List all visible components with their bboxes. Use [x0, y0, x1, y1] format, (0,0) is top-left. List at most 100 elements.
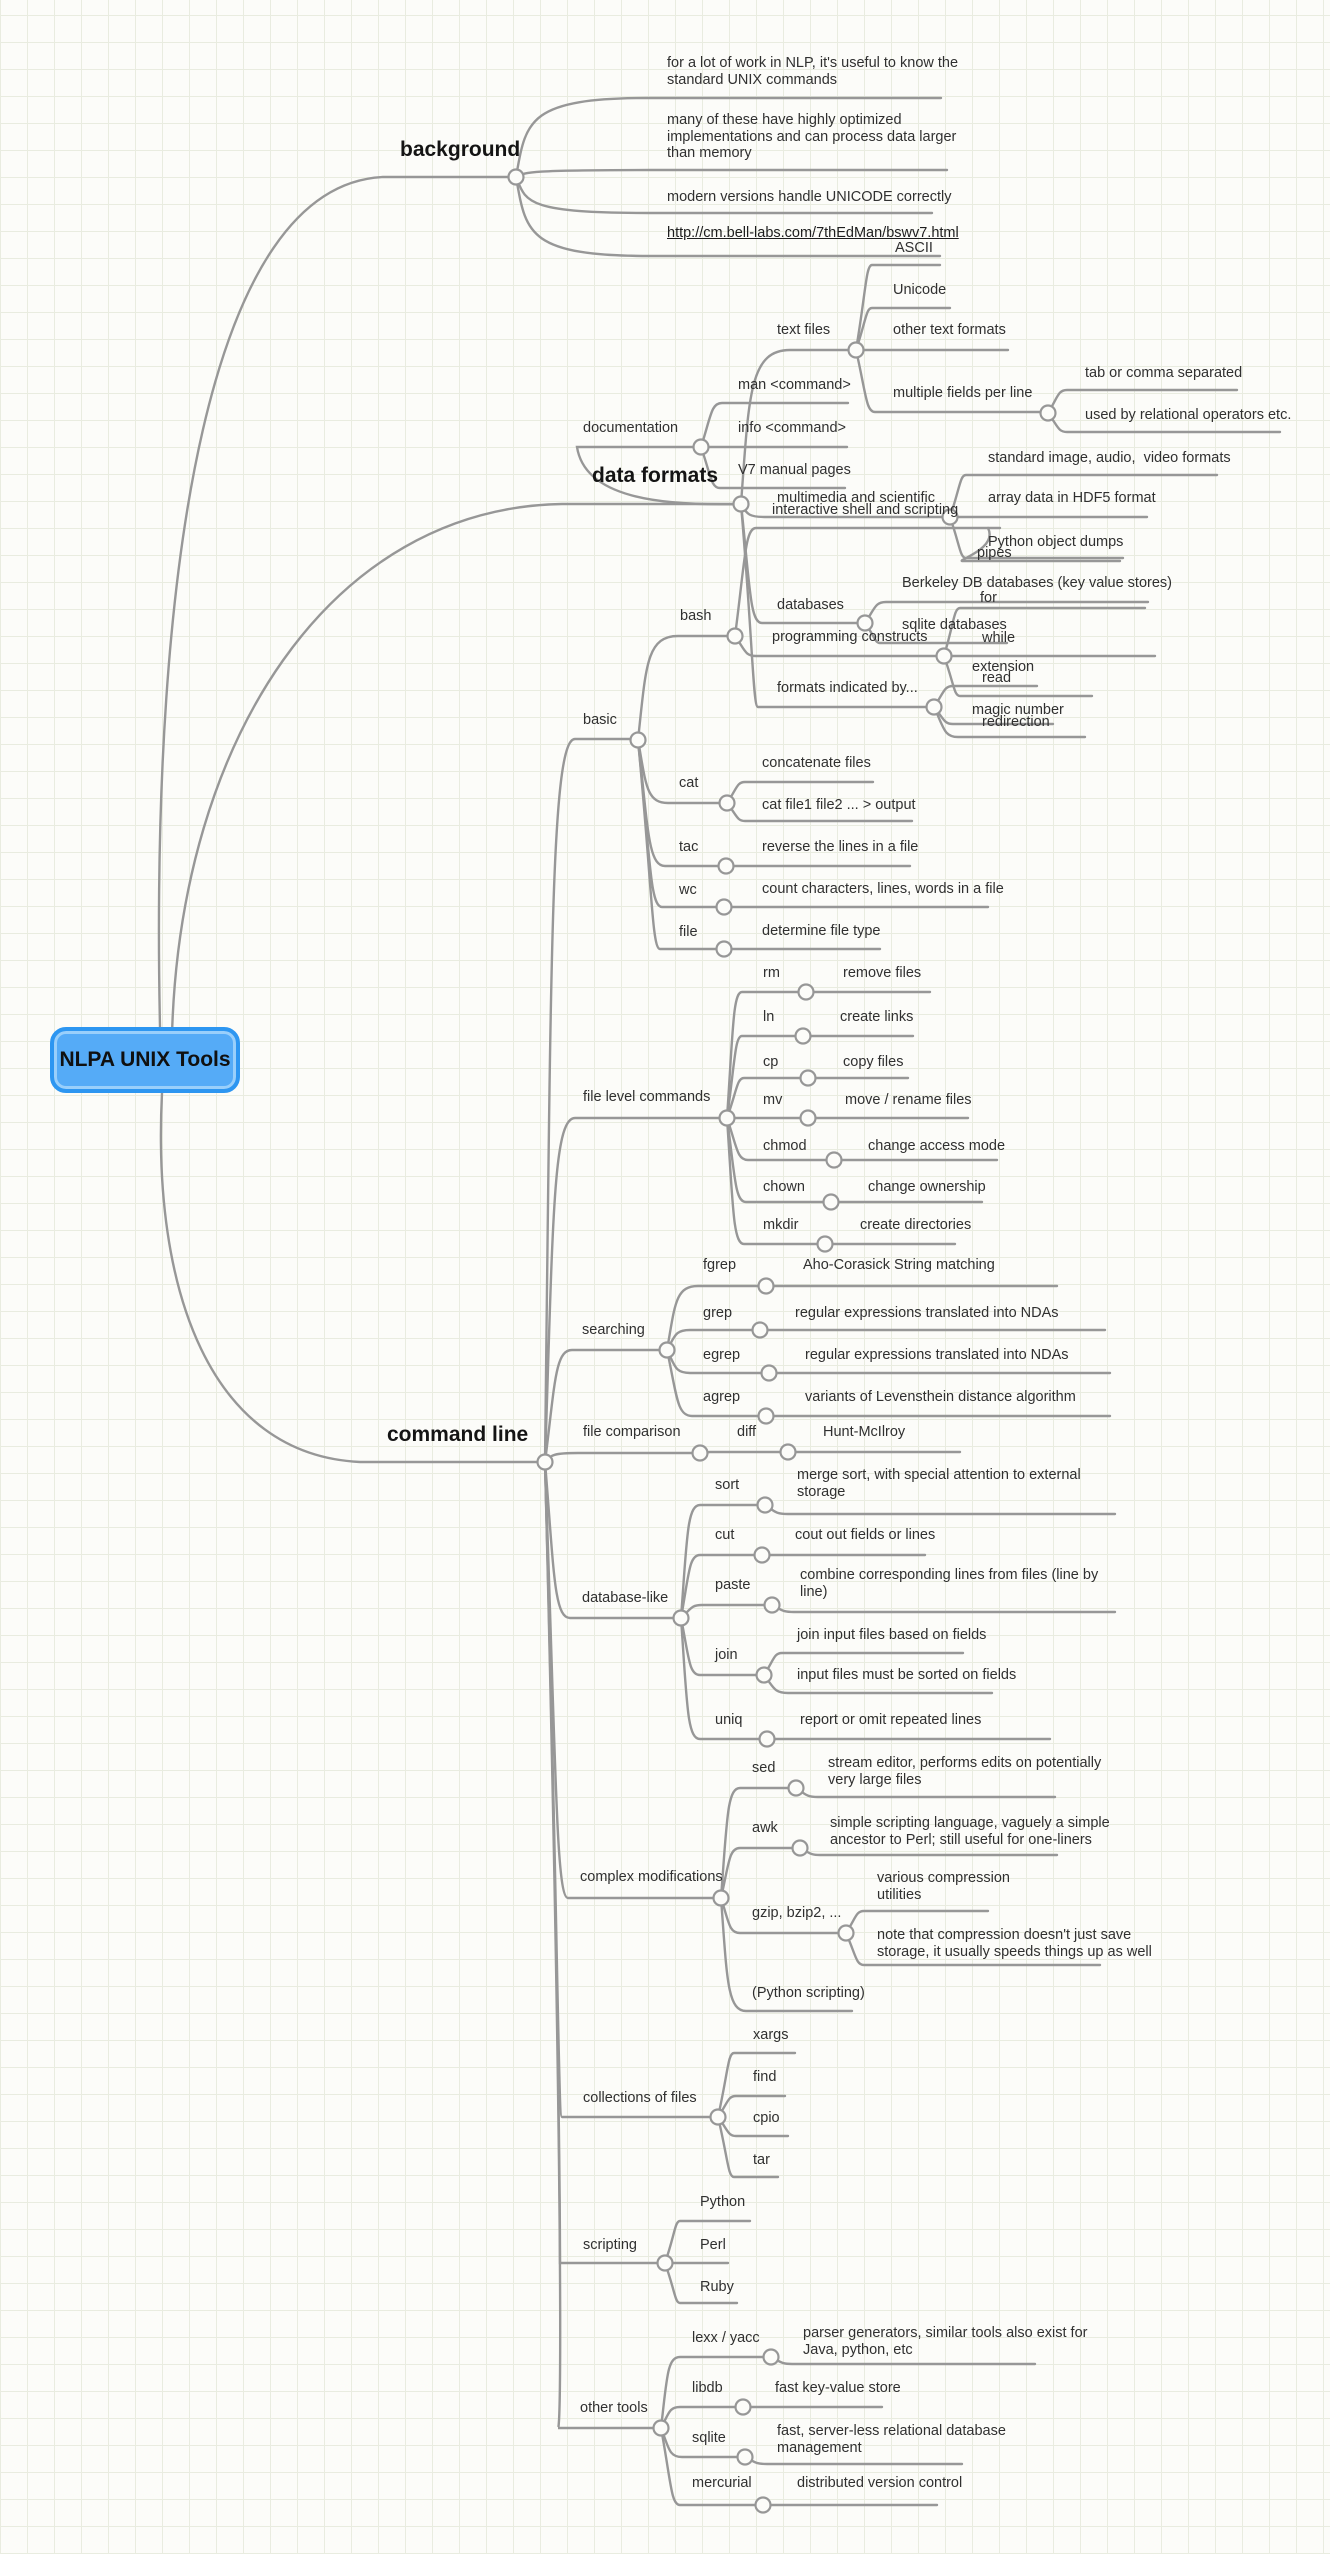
root-node[interactable]: NLPA UNIX Tools: [50, 1027, 240, 1093]
node-python[interactable]: Python: [700, 2194, 746, 2210]
junction-cat[interactable]: [718, 794, 736, 812]
junction-sqlite[interactable]: [736, 2448, 754, 2466]
junction-collections-of-files[interactable]: [709, 2108, 727, 2126]
junction-multimedia[interactable]: [941, 508, 959, 526]
node-pipes[interactable]: pipes: [977, 545, 1012, 561]
junction-join[interactable]: [755, 1666, 773, 1684]
junction-mv[interactable]: [799, 1109, 817, 1127]
junction-ln[interactable]: [794, 1027, 812, 1045]
junction-cut[interactable]: [753, 1546, 771, 1564]
node-perl[interactable]: Perl: [700, 2237, 726, 2253]
junction-grep[interactable]: [751, 1321, 769, 1339]
node-info-command[interactable]: info <command>: [738, 420, 847, 436]
node-collections-of-files[interactable]: collections of files: [583, 2090, 697, 2106]
node-magic-number[interactable]: magic number: [972, 702, 1064, 718]
node-key-value-store[interactable]: fast key-value store: [775, 2380, 901, 2396]
node-formats-indicated[interactable]: formats indicated by...: [777, 680, 918, 696]
node-paste-combine[interactable]: combine corresponding lines from files (…: [800, 1567, 1099, 1600]
node-file-level-commands[interactable]: file level commands: [583, 1089, 711, 1105]
junction-multiple-fields[interactable]: [1039, 404, 1057, 422]
node-join-fields[interactable]: join input files based on fields: [797, 1627, 987, 1643]
junction-other-tools[interactable]: [652, 2419, 670, 2437]
node-complex-modifications[interactable]: complex modifications: [580, 1869, 723, 1885]
node-remove-files[interactable]: remove files: [843, 965, 922, 981]
node-hunt-mcilroy[interactable]: Hunt-McIlroy: [823, 1424, 906, 1440]
node-sed-desc[interactable]: stream editor, performs edits on potenti…: [828, 1755, 1102, 1788]
junction-paste[interactable]: [763, 1596, 781, 1614]
node-documentation[interactable]: documentation: [583, 420, 679, 436]
node-unicode[interactable]: Unicode: [893, 282, 947, 298]
node-libdb[interactable]: libdb: [692, 2380, 723, 2396]
junction-agrep[interactable]: [757, 1407, 775, 1425]
node-background[interactable]: background: [400, 138, 521, 161]
junction-scripting[interactable]: [656, 2254, 674, 2272]
node-gzip-bzip2[interactable]: gzip, bzip2, ...: [752, 1905, 842, 1921]
node-other-tools[interactable]: other tools: [580, 2400, 648, 2416]
node-man-command[interactable]: man <command>: [738, 377, 851, 393]
node-create-directories[interactable]: create directories: [860, 1217, 972, 1233]
node-python-dumps[interactable]: Python object dumps: [988, 534, 1124, 550]
node-sqlite[interactable]: sqlite: [692, 2430, 726, 2446]
node-wc[interactable]: wc: [679, 882, 697, 898]
node-cut[interactable]: cut: [715, 1527, 735, 1543]
node-compression-utils[interactable]: various compression utilities: [877, 1870, 1010, 1903]
node-bg-note-nlp[interactable]: for a lot of work in NLP, it's useful to…: [667, 55, 959, 88]
node-grep-ndas[interactable]: regular expressions translated into NDAs: [795, 1305, 1059, 1321]
node-bg-link[interactable]: http://cm.bell-labs.com/7thEdMan/bswv7.h…: [667, 225, 959, 241]
node-cat[interactable]: cat: [679, 775, 699, 791]
node-tab-comma[interactable]: tab or comma separated: [1085, 365, 1243, 381]
junction-command-line[interactable]: [536, 1453, 554, 1471]
node-read[interactable]: read: [982, 670, 1012, 686]
junction-tac[interactable]: [717, 857, 735, 875]
node-chmod[interactable]: chmod: [763, 1138, 807, 1154]
node-text-files[interactable]: text files: [777, 322, 831, 338]
junction-searching[interactable]: [658, 1341, 676, 1359]
junction-lexx-yacc[interactable]: [762, 2348, 780, 2366]
node-uniq-report[interactable]: report or omit repeated lines: [800, 1712, 982, 1728]
node-scripting[interactable]: scripting: [583, 2237, 637, 2253]
junction-file-comparison[interactable]: [691, 1444, 709, 1462]
junction-rm[interactable]: [797, 983, 815, 1001]
node-aho-corasick[interactable]: Aho-Corasick String matching: [803, 1257, 995, 1273]
node-compression-note[interactable]: note that compression doesn't just save …: [877, 1927, 1152, 1960]
junction-chown[interactable]: [822, 1193, 840, 1211]
node-awk[interactable]: awk: [752, 1820, 778, 1836]
node-egrep-ndas[interactable]: regular expressions translated into NDAs: [805, 1347, 1069, 1363]
junction-text-files[interactable]: [847, 341, 865, 359]
node-hdf5[interactable]: array data in HDF5 format: [988, 490, 1156, 506]
node-extension[interactable]: extension: [972, 659, 1035, 675]
junction-complex-modifications[interactable]: [712, 1889, 730, 1907]
node-cut-fields[interactable]: cout out fields or lines: [795, 1527, 936, 1543]
junction-wc[interactable]: [715, 898, 733, 916]
node-concatenate-files[interactable]: concatenate files: [762, 755, 871, 771]
junction-awk[interactable]: [791, 1839, 809, 1857]
node-fgrep[interactable]: fgrep: [703, 1257, 737, 1273]
node-other-text-formats[interactable]: other text formats: [893, 322, 1006, 338]
junction-diff[interactable]: [779, 1443, 797, 1461]
junction-egrep[interactable]: [760, 1364, 778, 1382]
node-mv[interactable]: mv: [763, 1092, 783, 1108]
node-version-control[interactable]: distributed version control: [797, 2475, 963, 2491]
node-rm[interactable]: rm: [763, 965, 780, 981]
node-interactive-shell[interactable]: interactive shell and scripting: [772, 502, 959, 518]
node-sed[interactable]: sed: [752, 1760, 776, 1776]
node-sqlite-desc[interactable]: fast, server-less relational database ma…: [777, 2423, 1006, 2456]
node-database-like[interactable]: database-like: [582, 1590, 669, 1606]
node-file-comparison[interactable]: file comparison: [583, 1424, 681, 1440]
node-mercurial[interactable]: mercurial: [692, 2475, 752, 2491]
junction-gzip-bzip2[interactable]: [837, 1924, 855, 1942]
node-cp[interactable]: cp: [763, 1054, 779, 1070]
node-bg-note-optimized[interactable]: many of these have highly optimized impl…: [667, 112, 957, 161]
node-basic[interactable]: basic: [583, 712, 617, 728]
node-awk-desc[interactable]: simple scripting language, vaguely a sim…: [830, 1815, 1110, 1848]
node-count-chars[interactable]: count characters, lines, words in a file: [762, 881, 1004, 897]
node-bg-note-unicode[interactable]: modern versions handle UNICODE correctly: [667, 189, 952, 205]
node-redirection[interactable]: redirection: [982, 714, 1050, 730]
junction-formats-indicated[interactable]: [925, 698, 943, 716]
node-egrep[interactable]: egrep: [703, 1347, 741, 1363]
node-mkdir[interactable]: mkdir: [763, 1217, 799, 1233]
node-levensthein[interactable]: variants of Levensthein distance algorit…: [805, 1389, 1076, 1405]
node-bash[interactable]: bash: [680, 608, 712, 624]
node-join[interactable]: join: [715, 1647, 738, 1663]
node-python-scripting[interactable]: (Python scripting): [752, 1985, 865, 2001]
